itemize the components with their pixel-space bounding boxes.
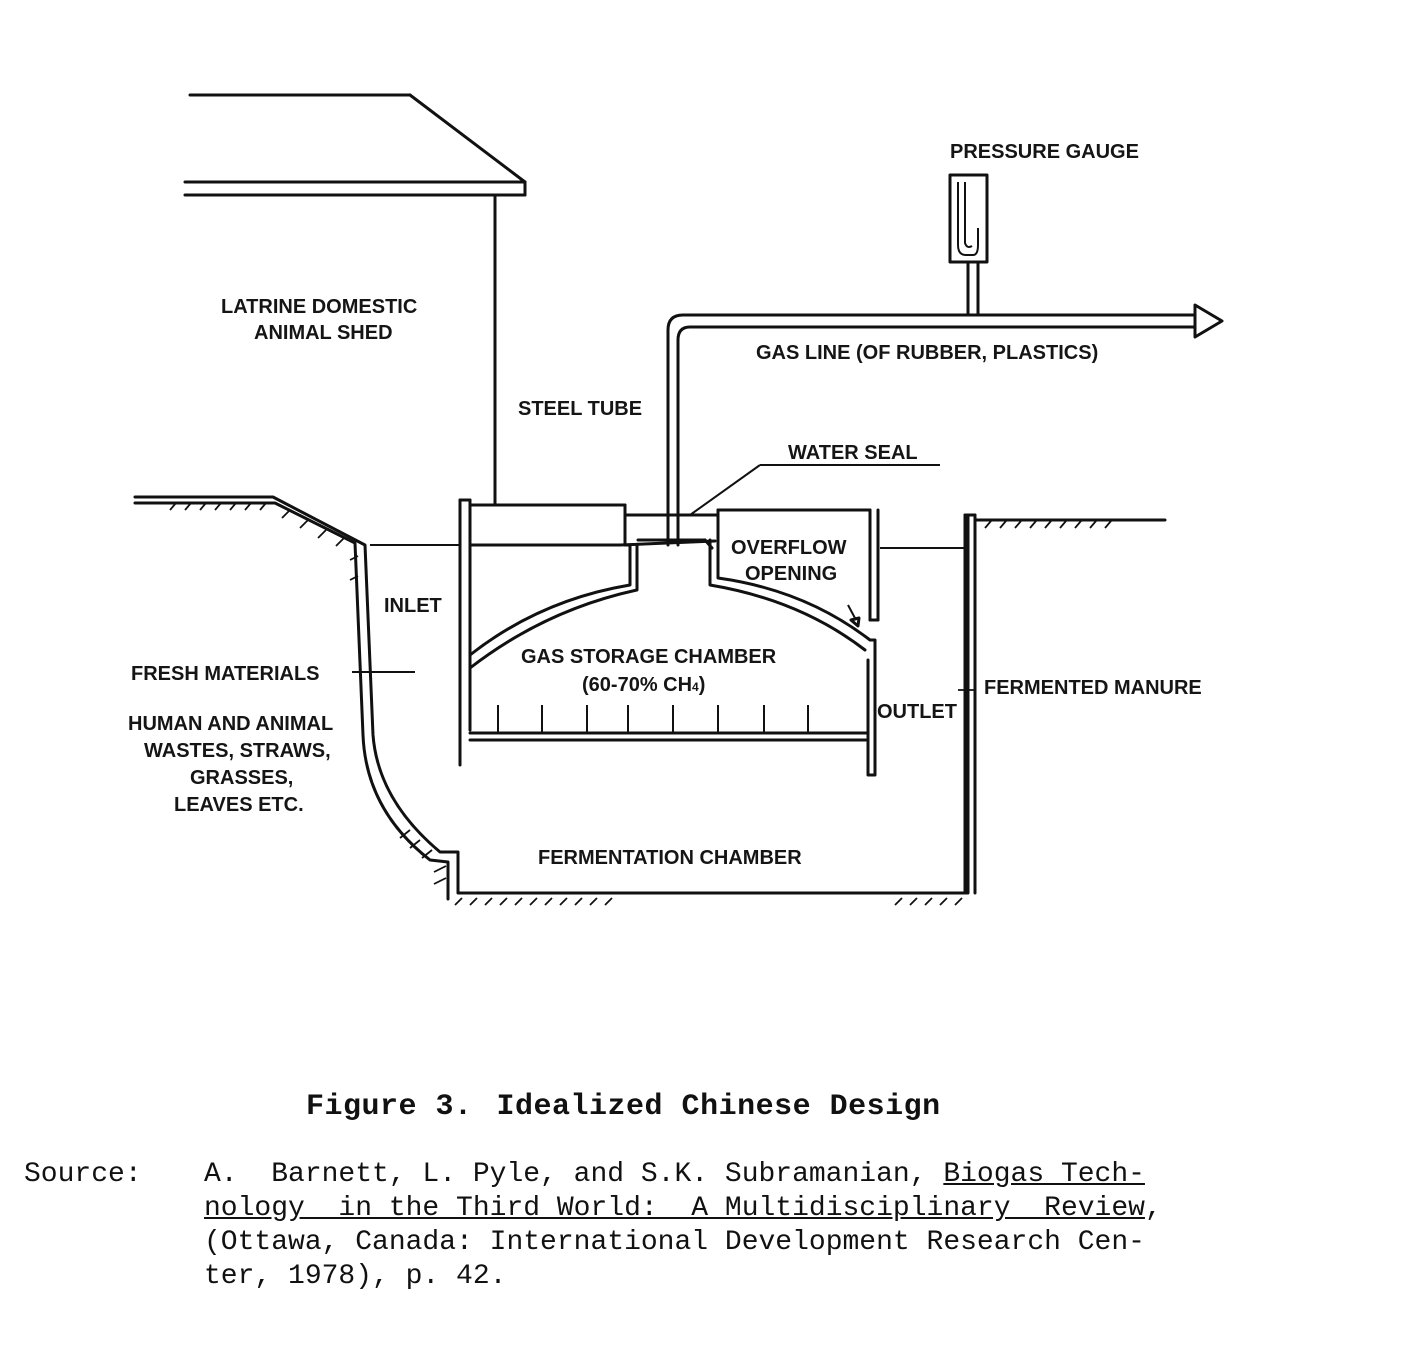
inlet-label: INLET — [384, 595, 442, 617]
overflow-label-line1: OVERFLOW — [731, 537, 847, 559]
latrine-label-line1: LATRINE DOMESTIC — [221, 296, 417, 318]
inlet-tube — [458, 498, 472, 767]
gas-storage-dome — [468, 503, 880, 777]
pressure-gauge — [948, 173, 989, 317]
water-seal-label: WATER SEAL — [788, 442, 918, 464]
ground-left — [133, 495, 970, 901]
fermentation-chamber-label: FERMENTATION CHAMBER — [538, 847, 802, 869]
ground-bottom-hatch — [454, 897, 963, 906]
wastes-label-line2: WASTES, STRAWS, — [144, 740, 331, 762]
figure-title: Idealized Chinese Design — [496, 1090, 941, 1124]
source-line-1: A. Barnett, L. Pyle, and S.K. Subramania… — [204, 1158, 1334, 1192]
figure-caption: Figure 3. Idealized Chinese Design — [306, 1090, 965, 1124]
overflow-label-line2: OPENING — [745, 563, 837, 585]
latrine-label-line2: ANIMAL SHED — [254, 322, 393, 344]
figure-number: Figure 3. — [306, 1090, 473, 1124]
animal-shed-roof — [183, 93, 527, 507]
ch4-prefix: (60-70% CH — [582, 674, 692, 696]
storage-floor — [468, 705, 870, 742]
source-book-title-part1: Biogas Tech- — [943, 1159, 1145, 1190]
gas-storage-label: GAS STORAGE CHAMBER — [521, 646, 777, 668]
source-label: Source: — [24, 1159, 142, 1190]
source-line-2: nology in the Third World: A Multidiscip… — [204, 1192, 1334, 1226]
source-line-4: ter, 1978), p. 42. — [204, 1261, 507, 1292]
ch4-label: (60-70% CH4) — [582, 674, 705, 696]
ch4-suffix: ) — [699, 674, 706, 696]
source-line-1-authors: A. Barnett, L. Pyle, and S.K. Subramania… — [204, 1159, 944, 1190]
fresh-materials-label: FRESH MATERIALS — [131, 663, 320, 685]
fermented-manure-label: FERMENTED MANURE — [984, 677, 1202, 699]
ground-right — [958, 513, 1167, 895]
leader-lines — [352, 604, 861, 673]
liquid-level — [370, 544, 965, 549]
steel-tube-gas-line — [666, 303, 1224, 547]
wastes-label-line4: LEAVES ETC. — [174, 794, 304, 816]
ch4-subscript: 4 — [692, 680, 699, 694]
pressure-gauge-label: PRESSURE GAUGE — [950, 141, 1139, 163]
outlet-wall — [963, 513, 977, 895]
source-line-3: (Ottawa, Canada: International Developme… — [204, 1227, 1145, 1258]
outlet-label: OUTLET — [877, 701, 957, 723]
gas-line-label: GAS LINE (OF RUBBER, PLASTICS) — [756, 342, 1098, 364]
steel-tube-label: STEEL TUBE — [518, 398, 642, 420]
source-book-title-part2: nology in the Third World: A Multidiscip… — [204, 1193, 1145, 1224]
source-line-2-comma: , — [1144, 1193, 1162, 1224]
wastes-label-line3: GRASSES, — [190, 767, 293, 789]
wastes-label-line1: HUMAN AND ANIMAL — [128, 713, 333, 735]
source-body: A. Barnett, L. Pyle, and S.K. Subramania… — [204, 1158, 1334, 1294]
